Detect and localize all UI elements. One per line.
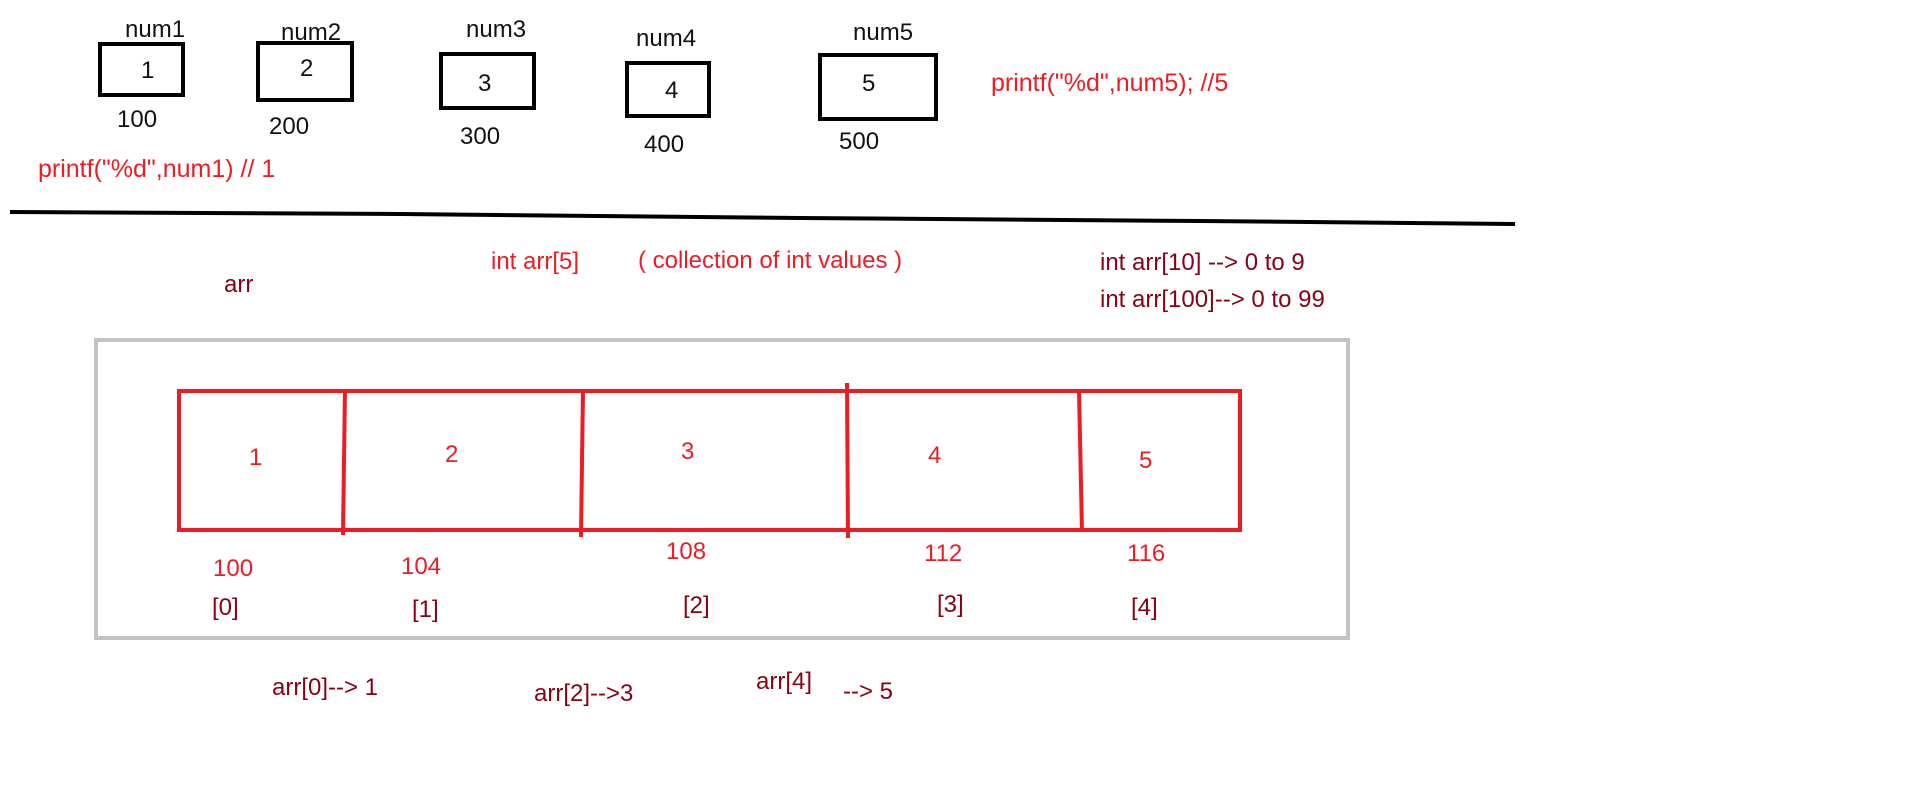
- variable-address-num4: 400: [644, 131, 685, 158]
- variable-box-num4: [625, 61, 711, 118]
- array-cell-value-4: 5: [1139, 447, 1153, 474]
- array-cell-address-2: 108: [666, 538, 707, 565]
- array-cell-address-3: 112: [924, 540, 963, 567]
- array-cell-value-1: 2: [445, 441, 459, 468]
- array-divider-1: [341, 388, 347, 536]
- array-access-example-2: arr[2]-->3: [534, 680, 634, 707]
- variable-name-num4: num4: [636, 25, 697, 52]
- variable-box-num2: [256, 41, 354, 102]
- array-declaration: int arr[5]: [491, 248, 580, 275]
- variable-name-num3: num3: [466, 16, 527, 43]
- variable-box-num5: [818, 53, 938, 121]
- variable-address-num2: 200: [269, 113, 310, 140]
- array-cell-address-1: 104: [401, 553, 442, 580]
- variable-name-num5: num5: [853, 19, 914, 46]
- array-range-note-2: int arr[100]--> 0 to 99: [1100, 286, 1325, 313]
- array-cell-value-3: 4: [928, 442, 942, 469]
- array-cell-index-0: [0]: [212, 594, 239, 621]
- variable-value-num2: 2: [300, 55, 314, 82]
- variable-address-num3: 300: [460, 123, 501, 150]
- array-cell-index-1: [1]: [412, 596, 439, 623]
- array-access-example-1: arr[0]--> 1: [272, 674, 379, 701]
- array-memory-frame: [94, 338, 1350, 640]
- array-name-label: arr: [224, 271, 254, 298]
- printf-num5-annotation: printf("%d",num5); //5: [991, 69, 1229, 97]
- printf-num1-annotation: printf("%d",num1) // 1: [38, 155, 276, 183]
- variable-box-num1: [98, 42, 185, 97]
- array-cell-index-2: [2]: [683, 592, 710, 619]
- divider-line: [9, 210, 1516, 226]
- array-access-example-3-rhs: --> 5: [843, 678, 894, 705]
- array-divider-2: [579, 388, 585, 538]
- array-cell-index-4: [4]: [1131, 594, 1158, 621]
- array-cell-value-0: 1: [249, 444, 263, 471]
- array-description: ( collection of int values ): [638, 247, 903, 274]
- array-cell-value-2: 3: [681, 438, 695, 465]
- variable-name-num2: num2: [281, 19, 342, 46]
- variable-value-num1: 1: [141, 57, 155, 84]
- variable-box-num3: [439, 52, 536, 110]
- array-cell-index-3: [3]: [937, 591, 964, 618]
- array-access-example-3-lhs: arr[4]: [756, 668, 813, 695]
- array-divider-3: [845, 382, 850, 539]
- variable-address-num1: 100: [117, 106, 158, 133]
- array-cell-address-4: 116: [1127, 540, 1166, 567]
- array-outline: [177, 389, 1242, 532]
- array-cell-address-0: 100: [213, 555, 254, 582]
- array-divider-4: [1077, 389, 1084, 533]
- variable-value-num3: 3: [478, 70, 492, 97]
- variable-name-num1: num1: [125, 16, 186, 43]
- array-range-note-1: int arr[10] --> 0 to 9: [1100, 249, 1305, 276]
- variable-value-num5: 5: [862, 70, 876, 97]
- variable-address-num5: 500: [839, 128, 880, 155]
- variable-value-num4: 4: [665, 77, 679, 104]
